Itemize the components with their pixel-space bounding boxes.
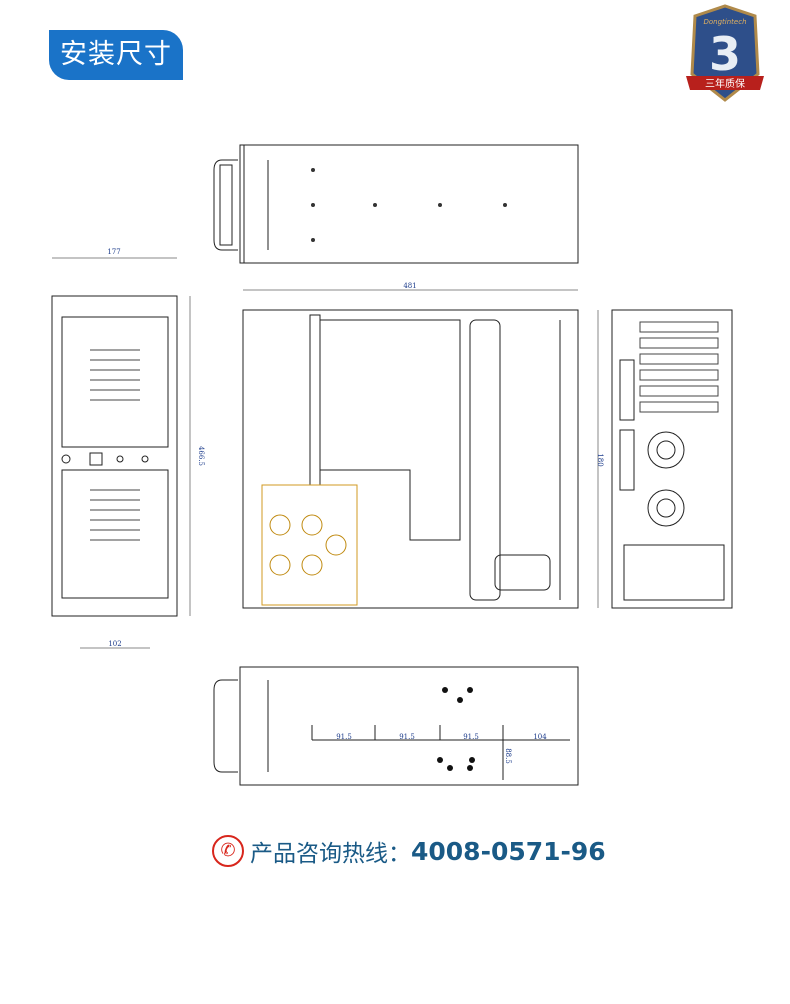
bottom-view	[213, 666, 579, 786]
rear-view	[597, 309, 733, 609]
dim-front-width: 177	[107, 248, 120, 256]
section-title: 安装尺寸	[49, 30, 183, 80]
warranty-badge: Dongtintech 3 三年质保	[686, 4, 764, 102]
top-view	[213, 144, 579, 264]
dim-spacing-2: 91.5	[399, 733, 415, 741]
front-view	[51, 257, 191, 649]
badge-brand: Dongtintech	[703, 18, 746, 26]
dim-front-height: 466.5	[197, 446, 205, 466]
dim-spacing-4: 104	[533, 733, 547, 741]
badge-ribbon: 三年质保	[705, 77, 745, 90]
dim-front-bottom: 102	[108, 640, 121, 648]
dim-spacing-1: 91.5	[336, 733, 352, 741]
badge-number: 3	[709, 27, 741, 81]
dim-bottom-vertical: 88.5	[504, 748, 512, 764]
phone-icon: ✆	[212, 835, 244, 867]
hotline-label: 产品咨询热线：	[250, 841, 411, 867]
dim-spacing-3: 91.5	[463, 733, 479, 741]
hotline: ✆ 产品咨询热线： 4008-0571-96	[212, 833, 606, 869]
hotline-number: 4008-0571-96	[411, 836, 606, 866]
main-view	[242, 289, 579, 609]
dim-rear-height: 180	[596, 453, 604, 466]
dim-top-length: 481	[403, 282, 416, 290]
